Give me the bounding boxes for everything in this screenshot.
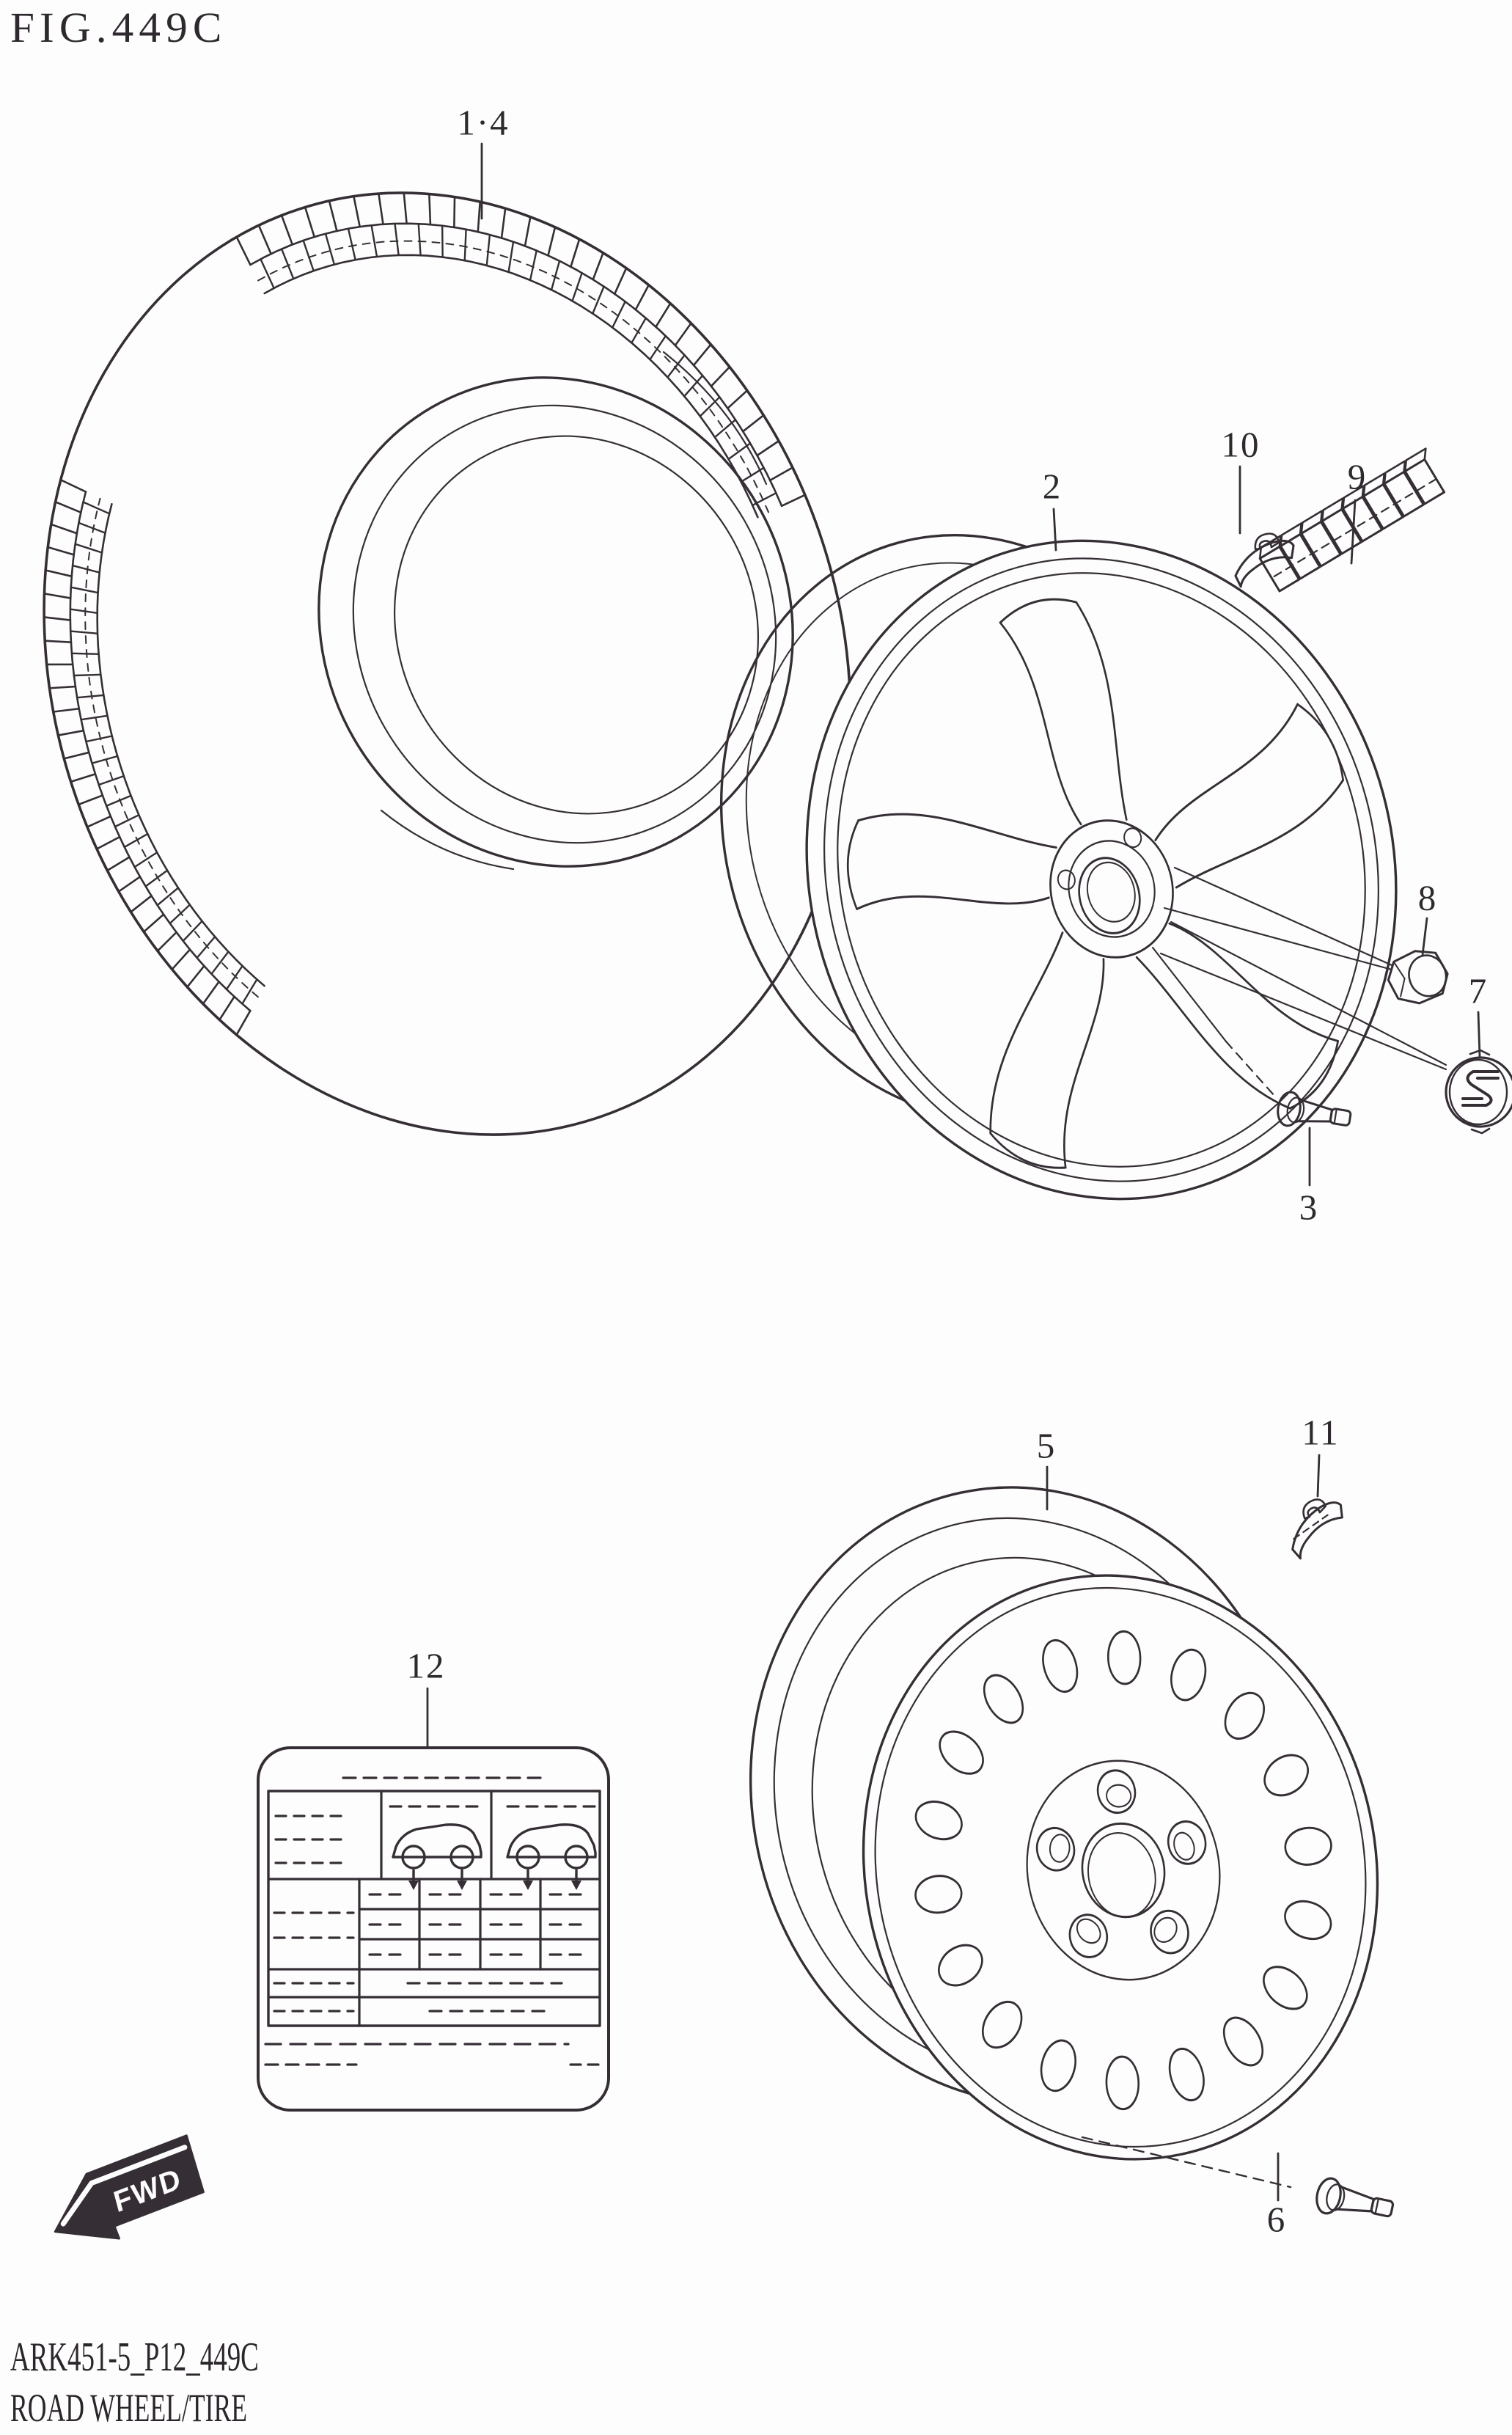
- footer-figure-name: ROAD WHEEL/TIRE: [10, 2386, 248, 2430]
- suzuki-s-logo: [1461, 1070, 1500, 1107]
- callout-11: 11: [1302, 1412, 1340, 1453]
- balance-weight-strip-drawing: [1258, 447, 1446, 593]
- figure-number: FIG.449C: [10, 4, 227, 51]
- fwd-direction-marker: FWD: [54, 2134, 205, 2240]
- callout-12: 12: [406, 1645, 446, 1686]
- callout-leader-lines: [426, 142, 1481, 2202]
- wheel-nut-drawing: [1387, 950, 1449, 1005]
- callout-5: 5: [1036, 1425, 1057, 1466]
- tire-drawing: [43, 191, 852, 1136]
- callout-2: 2: [1042, 466, 1063, 507]
- valve-6: [1312, 2175, 1397, 2228]
- alloy-spokes: [846, 598, 1344, 1169]
- center-cap-drawing: [1445, 1049, 1512, 1135]
- clip-weight-11: [1275, 1489, 1356, 1561]
- steel-wheel-face: [914, 1630, 1332, 2111]
- callout-8: 8: [1417, 877, 1438, 918]
- callout-1-4: 1·4: [457, 102, 510, 143]
- tire-pressure-label-drawing: [257, 1746, 610, 2112]
- callout-3: 3: [1299, 1187, 1319, 1228]
- callout-7: 7: [1468, 970, 1489, 1011]
- alloy-wheel-drawing: [719, 534, 1447, 1201]
- tire-tread-hatching: [43, 191, 807, 1036]
- callout-10: 10: [1221, 424, 1260, 465]
- callout-9: 9: [1347, 456, 1368, 497]
- footer-page-code: ARK451-5_P12_449C: [10, 2335, 259, 2380]
- steel-wheel-drawing: [749, 1486, 1379, 2189]
- placard-dashed-text: [264, 1776, 606, 2066]
- clip-weight-10: [1227, 527, 1301, 589]
- callout-6: 6: [1266, 2199, 1287, 2240]
